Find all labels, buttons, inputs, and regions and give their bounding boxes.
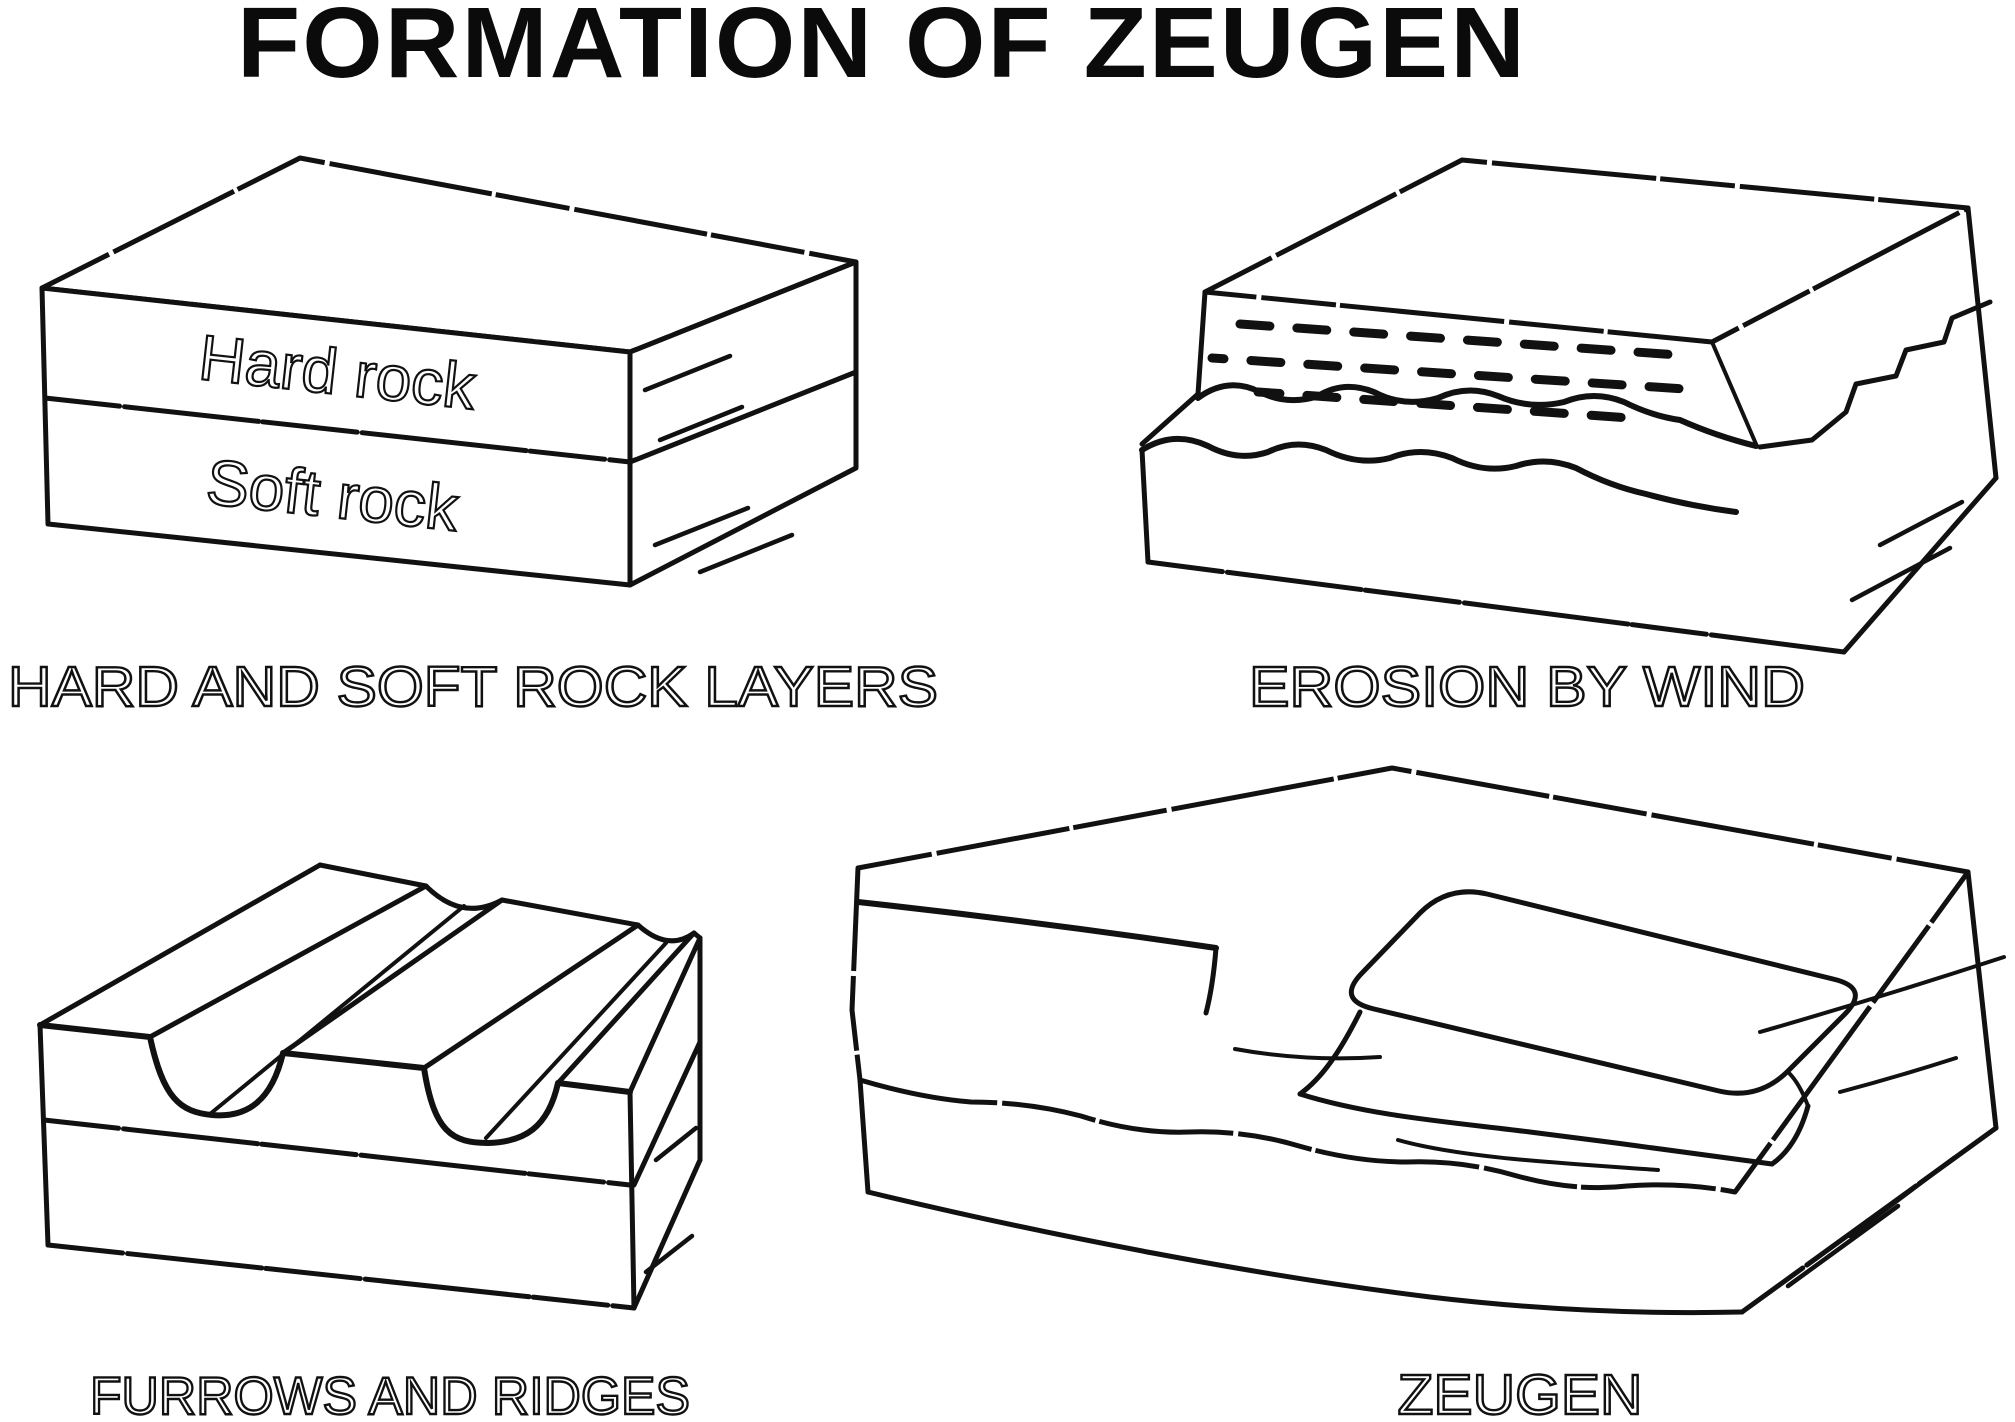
caption-erosion-by-wind: EROSION BY WIND xyxy=(1249,655,1805,719)
zeugen-block-illustration xyxy=(849,765,2006,1316)
zeugen-mesa-top xyxy=(1348,889,1858,1096)
erosion-edge-side xyxy=(1757,299,1993,450)
terrace-edge xyxy=(855,899,1219,951)
page-title: FORMATION OF ZEUGEN xyxy=(237,0,1527,99)
erosion-wavy-line-upper xyxy=(1195,382,1759,449)
layered-block-illustration xyxy=(39,155,859,588)
panel-furrows-and-ridges: FURROWS AND RIDGES xyxy=(37,862,703,1422)
ridge-furrow-front-profile xyxy=(37,1022,633,1146)
erosion-wavy-line-lower xyxy=(1139,435,1739,515)
base-bottom-edge xyxy=(865,1189,1745,1316)
wind-dash-lines xyxy=(1207,319,1705,423)
furrow-floor-line xyxy=(484,941,668,1140)
panel-erosion-by-wind: EROSION BY WIND xyxy=(1139,157,1999,720)
furrow-floor-line xyxy=(208,904,466,1116)
back-edge-with-notches xyxy=(317,862,703,944)
caption-zeugen: ZEUGEN xyxy=(1398,1363,1643,1422)
wind-eroded-block-illustration xyxy=(1139,157,1999,655)
hard-soft-boundary-line xyxy=(42,395,633,465)
caption-hard-and-soft-rock-layers: HARD AND SOFT ROCK LAYERS xyxy=(8,655,938,719)
hard-soft-boundary-line xyxy=(41,1117,633,1188)
mesa-foot-line xyxy=(1297,1091,1775,1167)
mesa-left-skirt xyxy=(1297,1009,1363,1097)
furrowed-block-illustration xyxy=(37,862,703,1311)
mesa-right-skirt xyxy=(1769,1103,1811,1167)
panel-zeugen: ZEUGEN xyxy=(849,765,2006,1422)
panel-hard-and-soft-rock-layers: Hard rock Soft rock HARD AND SOFT ROCK L… xyxy=(7,155,939,720)
caption-furrows-and-ridges: FURROWS AND RIDGES xyxy=(90,1367,690,1422)
